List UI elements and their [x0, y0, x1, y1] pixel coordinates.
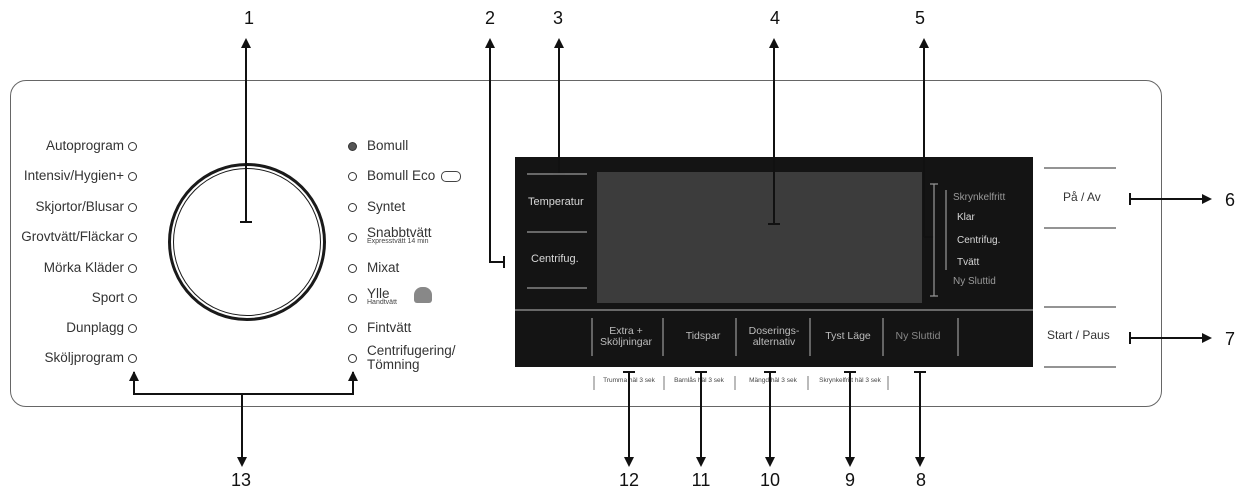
program-dunplagg: Dunplagg [66, 320, 124, 335]
program-grovtvatt: Grovtvätt/Fläckar [21, 229, 124, 244]
callout-9: 9 [844, 470, 855, 490]
program-indicator-icon [348, 172, 357, 181]
bracket-13 [133, 372, 354, 395]
ny-sluttid-button[interactable]: Ny Sluttid [895, 330, 941, 342]
callout-10: 10 [759, 470, 781, 490]
status-tvatt: Tvätt [957, 257, 980, 268]
program-sport: Sport [91, 290, 124, 305]
program-bomull-eco-label: Bomull Eco [367, 168, 436, 183]
program-tomning-label: Tömning [367, 357, 420, 372]
callout-4: 4 [769, 8, 780, 28]
arrow-2 [485, 38, 504, 263]
lcd-screen [597, 172, 922, 303]
program-snabbtvatt: Snabbtvätt Expresstvätt 14 min [367, 225, 432, 245]
program-ylle: Ylle Handtvätt [367, 286, 397, 306]
callout-13: 13 [230, 470, 252, 490]
dosering-button[interactable]: Doserings-alternativ [748, 325, 800, 348]
program-snabbtvatt-label: Snabbtvätt [367, 225, 432, 240]
program-syntet: Syntet [367, 199, 406, 214]
program-indicator-icon [128, 172, 137, 181]
program-indicator-icon [348, 294, 357, 303]
program-ylle-label: Ylle [367, 286, 390, 301]
program-indicator-icon [348, 324, 357, 333]
callout-6: 6 [1224, 190, 1235, 210]
callout-12: 12 [618, 470, 640, 490]
program-indicator-icon [348, 233, 357, 242]
program-indicator-icon [348, 203, 357, 212]
status-klar: Klar [957, 212, 975, 223]
program-morka-klader: Mörka Kläder [43, 260, 124, 275]
callout-1: 1 [243, 8, 254, 28]
program-mixat: Mixat [367, 260, 400, 275]
caption-barnlas: Barnlås häl 3 sek [674, 377, 724, 384]
program-indicator-icon [348, 264, 357, 273]
caption-mangd: Mängd häl 3 sek [749, 377, 797, 384]
status-centrifug: Centrifug. [957, 235, 1001, 246]
extra-skoljningar-button[interactable]: Extra + Sköljningar [600, 325, 652, 348]
program-indicator-icon [128, 354, 137, 363]
program-autoprogram: Autoprogram [45, 138, 124, 153]
program-skjortor: Skjortor/Blusar [35, 199, 124, 214]
program-indicator-icon [348, 354, 357, 363]
program-bomull-eco: Bomull Eco [367, 168, 462, 183]
program-ylle-sub: Handtvätt [367, 299, 397, 306]
caption-dividers [593, 376, 889, 390]
program-snabbtvatt-sub: Expresstvätt 14 min [367, 238, 429, 245]
program-intensiv: Intensiv/Hygien+ [23, 168, 124, 183]
program-indicator-icon [128, 324, 137, 333]
eco-icon [441, 170, 462, 182]
program-indicator-icon [348, 142, 357, 151]
program-centrifugering: Centrifugering/ Tömning [367, 344, 456, 372]
program-centrifugering-label: Centrifugering/ [367, 343, 456, 358]
status-ny-sluttid: Ny Sluttid [953, 276, 996, 287]
callout-5: 5 [914, 8, 925, 28]
tyst-lage-button[interactable]: Tyst Läge [825, 330, 871, 342]
program-indicator-icon [128, 264, 137, 273]
temperature-button[interactable]: Temperatur [528, 196, 584, 208]
callout-11: 11 [691, 470, 711, 490]
program-skoljprogram: Sköljprogram [44, 350, 124, 365]
callout-8: 8 [915, 470, 926, 490]
callout-7: 7 [1224, 329, 1235, 349]
program-indicator-icon [128, 142, 137, 151]
program-indicator-icon [128, 294, 137, 303]
status-skrynkelfritt: Skrynkelfritt [953, 192, 1006, 203]
program-bomull: Bomull [367, 138, 409, 153]
side-button-lines [1044, 167, 1116, 368]
callout-3: 3 [552, 8, 563, 28]
tidspar-button[interactable]: Tidspar [685, 330, 721, 342]
start-pause-button[interactable]: Start / Paus [1047, 328, 1110, 342]
spin-button[interactable]: Centrifug. [531, 253, 579, 265]
power-button[interactable]: På / Av [1063, 190, 1101, 204]
program-fintvatt: Fintvätt [367, 320, 412, 335]
wool-icon [414, 287, 432, 303]
display-lines [515, 173, 1033, 356]
program-indicator-icon [128, 203, 137, 212]
callout-2: 2 [484, 8, 495, 28]
program-indicator-icon [128, 233, 137, 242]
